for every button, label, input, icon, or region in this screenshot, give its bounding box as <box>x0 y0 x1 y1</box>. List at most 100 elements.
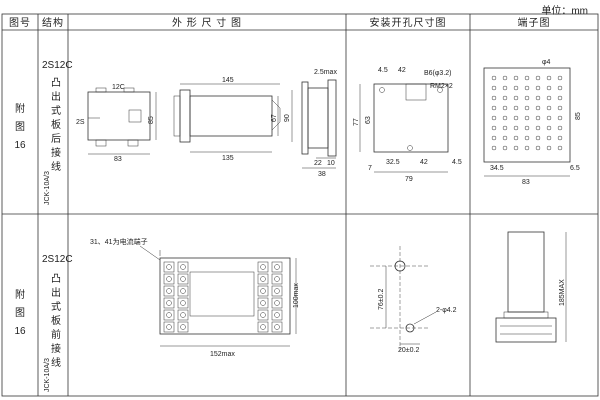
terminal-dot <box>502 105 508 111</box>
terminal-cell <box>177 309 189 321</box>
svg-text:接: 接 <box>51 342 61 355</box>
terminal-cell <box>271 261 283 273</box>
terminal-dot <box>557 75 563 81</box>
terminal-dot <box>557 135 563 141</box>
terminal-dot <box>546 145 552 151</box>
terminal-dot <box>535 145 541 151</box>
terminal-dot <box>502 145 508 151</box>
svg-text:B6(φ3.2): B6(φ3.2) <box>424 70 452 77</box>
terminal-dot <box>524 125 530 131</box>
svg-text:图: 图 <box>15 121 25 133</box>
svg-text:77: 77 <box>353 118 360 126</box>
terminal-cell <box>271 285 283 297</box>
svg-text:90: 90 <box>284 114 291 122</box>
svg-text:83: 83 <box>114 156 122 163</box>
terminal-dot <box>535 135 541 141</box>
svg-text:31、41为电流端子: 31、41为电流端子 <box>90 237 148 246</box>
terminal-dot <box>557 125 563 131</box>
terminal-cell <box>271 273 283 285</box>
svg-text:145: 145 <box>222 77 234 84</box>
terminal-dot <box>491 125 497 131</box>
svg-text:7: 7 <box>368 165 372 172</box>
terminal-dot <box>546 125 552 131</box>
row1-code: 2S12C <box>42 60 73 71</box>
svg-text:2S: 2S <box>76 119 85 126</box>
svg-text:式: 式 <box>51 300 61 313</box>
row2-fig: 附 图 16 <box>14 288 26 337</box>
svg-text:83: 83 <box>522 179 530 186</box>
terminal-dot <box>524 115 530 121</box>
header-structure: 结构 <box>42 16 64 29</box>
svg-text:线: 线 <box>51 160 61 173</box>
terminal-cell <box>163 273 175 285</box>
row1-front-view: 12C 2S 85 83 <box>76 84 157 163</box>
terminal-dot <box>557 95 563 101</box>
terminal-dot <box>491 135 497 141</box>
svg-text:42: 42 <box>398 67 406 74</box>
svg-text:接: 接 <box>51 146 61 159</box>
svg-text:85: 85 <box>575 112 582 120</box>
terminal-dot <box>513 135 519 141</box>
terminal-cell <box>271 297 283 309</box>
svg-text:135: 135 <box>222 155 234 162</box>
row2-code: 2S12C <box>42 254 73 265</box>
row1-structure: 凸 出 式 板 后 接 线 <box>51 77 61 173</box>
svg-text:85: 85 <box>148 116 155 124</box>
terminal-dot <box>524 85 530 91</box>
svg-text:38: 38 <box>318 171 326 178</box>
row2-terminal-view: 185MAX <box>495 231 567 343</box>
terminal-dot <box>524 105 530 111</box>
svg-text:出: 出 <box>51 90 61 103</box>
terminal-dot <box>502 115 508 121</box>
terminal-dot <box>535 105 541 111</box>
terminal-cell <box>257 297 269 309</box>
terminal-cell <box>163 261 175 273</box>
terminal-dot <box>502 135 508 141</box>
terminal-dot <box>546 75 552 81</box>
terminal-dot <box>557 115 563 121</box>
terminal-dot <box>491 145 497 151</box>
terminal-dot <box>546 105 552 111</box>
terminal-dot <box>535 125 541 131</box>
terminal-cell <box>271 309 283 321</box>
terminal-cell <box>163 309 175 321</box>
svg-text:152max: 152max <box>210 351 235 358</box>
terminal-dot <box>546 135 552 141</box>
svg-text:2.5max: 2.5max <box>314 69 337 76</box>
terminal-dot <box>557 85 563 91</box>
svg-text:4.5: 4.5 <box>378 67 388 74</box>
svg-text:RM2×2: RM2×2 <box>430 83 453 90</box>
svg-text:79: 79 <box>405 176 413 183</box>
row1-panel-view: 2.5max 22 10 38 <box>301 69 337 178</box>
svg-text:凸: 凸 <box>51 77 61 89</box>
header-fig-no: 图号 <box>9 17 31 29</box>
terminal-dot <box>513 125 519 131</box>
svg-text:16: 16 <box>14 140 26 151</box>
svg-text:42: 42 <box>420 159 428 166</box>
row1-fig: 附 图 16 <box>14 102 26 151</box>
svg-text:34.5: 34.5 <box>490 165 504 172</box>
terminal-cell <box>177 261 189 273</box>
terminal-dot <box>557 105 563 111</box>
terminal-dot <box>524 135 530 141</box>
terminal-dot <box>524 75 530 81</box>
header-terminal: 端子图 <box>518 16 551 29</box>
terminal-dot <box>491 115 497 121</box>
terminal-dot <box>491 85 497 91</box>
terminal-dot <box>513 105 519 111</box>
svg-text:2-φ4.2: 2-φ4.2 <box>436 307 457 314</box>
terminal-dot <box>502 75 508 81</box>
terminal-dot <box>535 75 541 81</box>
terminal-cell <box>163 297 175 309</box>
svg-text:12C: 12C <box>112 84 125 91</box>
terminal-dot <box>502 85 508 91</box>
terminal-dot <box>491 95 497 101</box>
svg-text:32.5: 32.5 <box>386 159 400 166</box>
header-mounting: 安装开孔尺寸图 <box>370 16 447 29</box>
svg-text:板: 板 <box>51 118 61 131</box>
svg-text:板: 板 <box>51 314 61 327</box>
terminal-cell <box>257 309 269 321</box>
terminal-dot <box>502 95 508 101</box>
svg-text:附: 附 <box>15 102 25 115</box>
